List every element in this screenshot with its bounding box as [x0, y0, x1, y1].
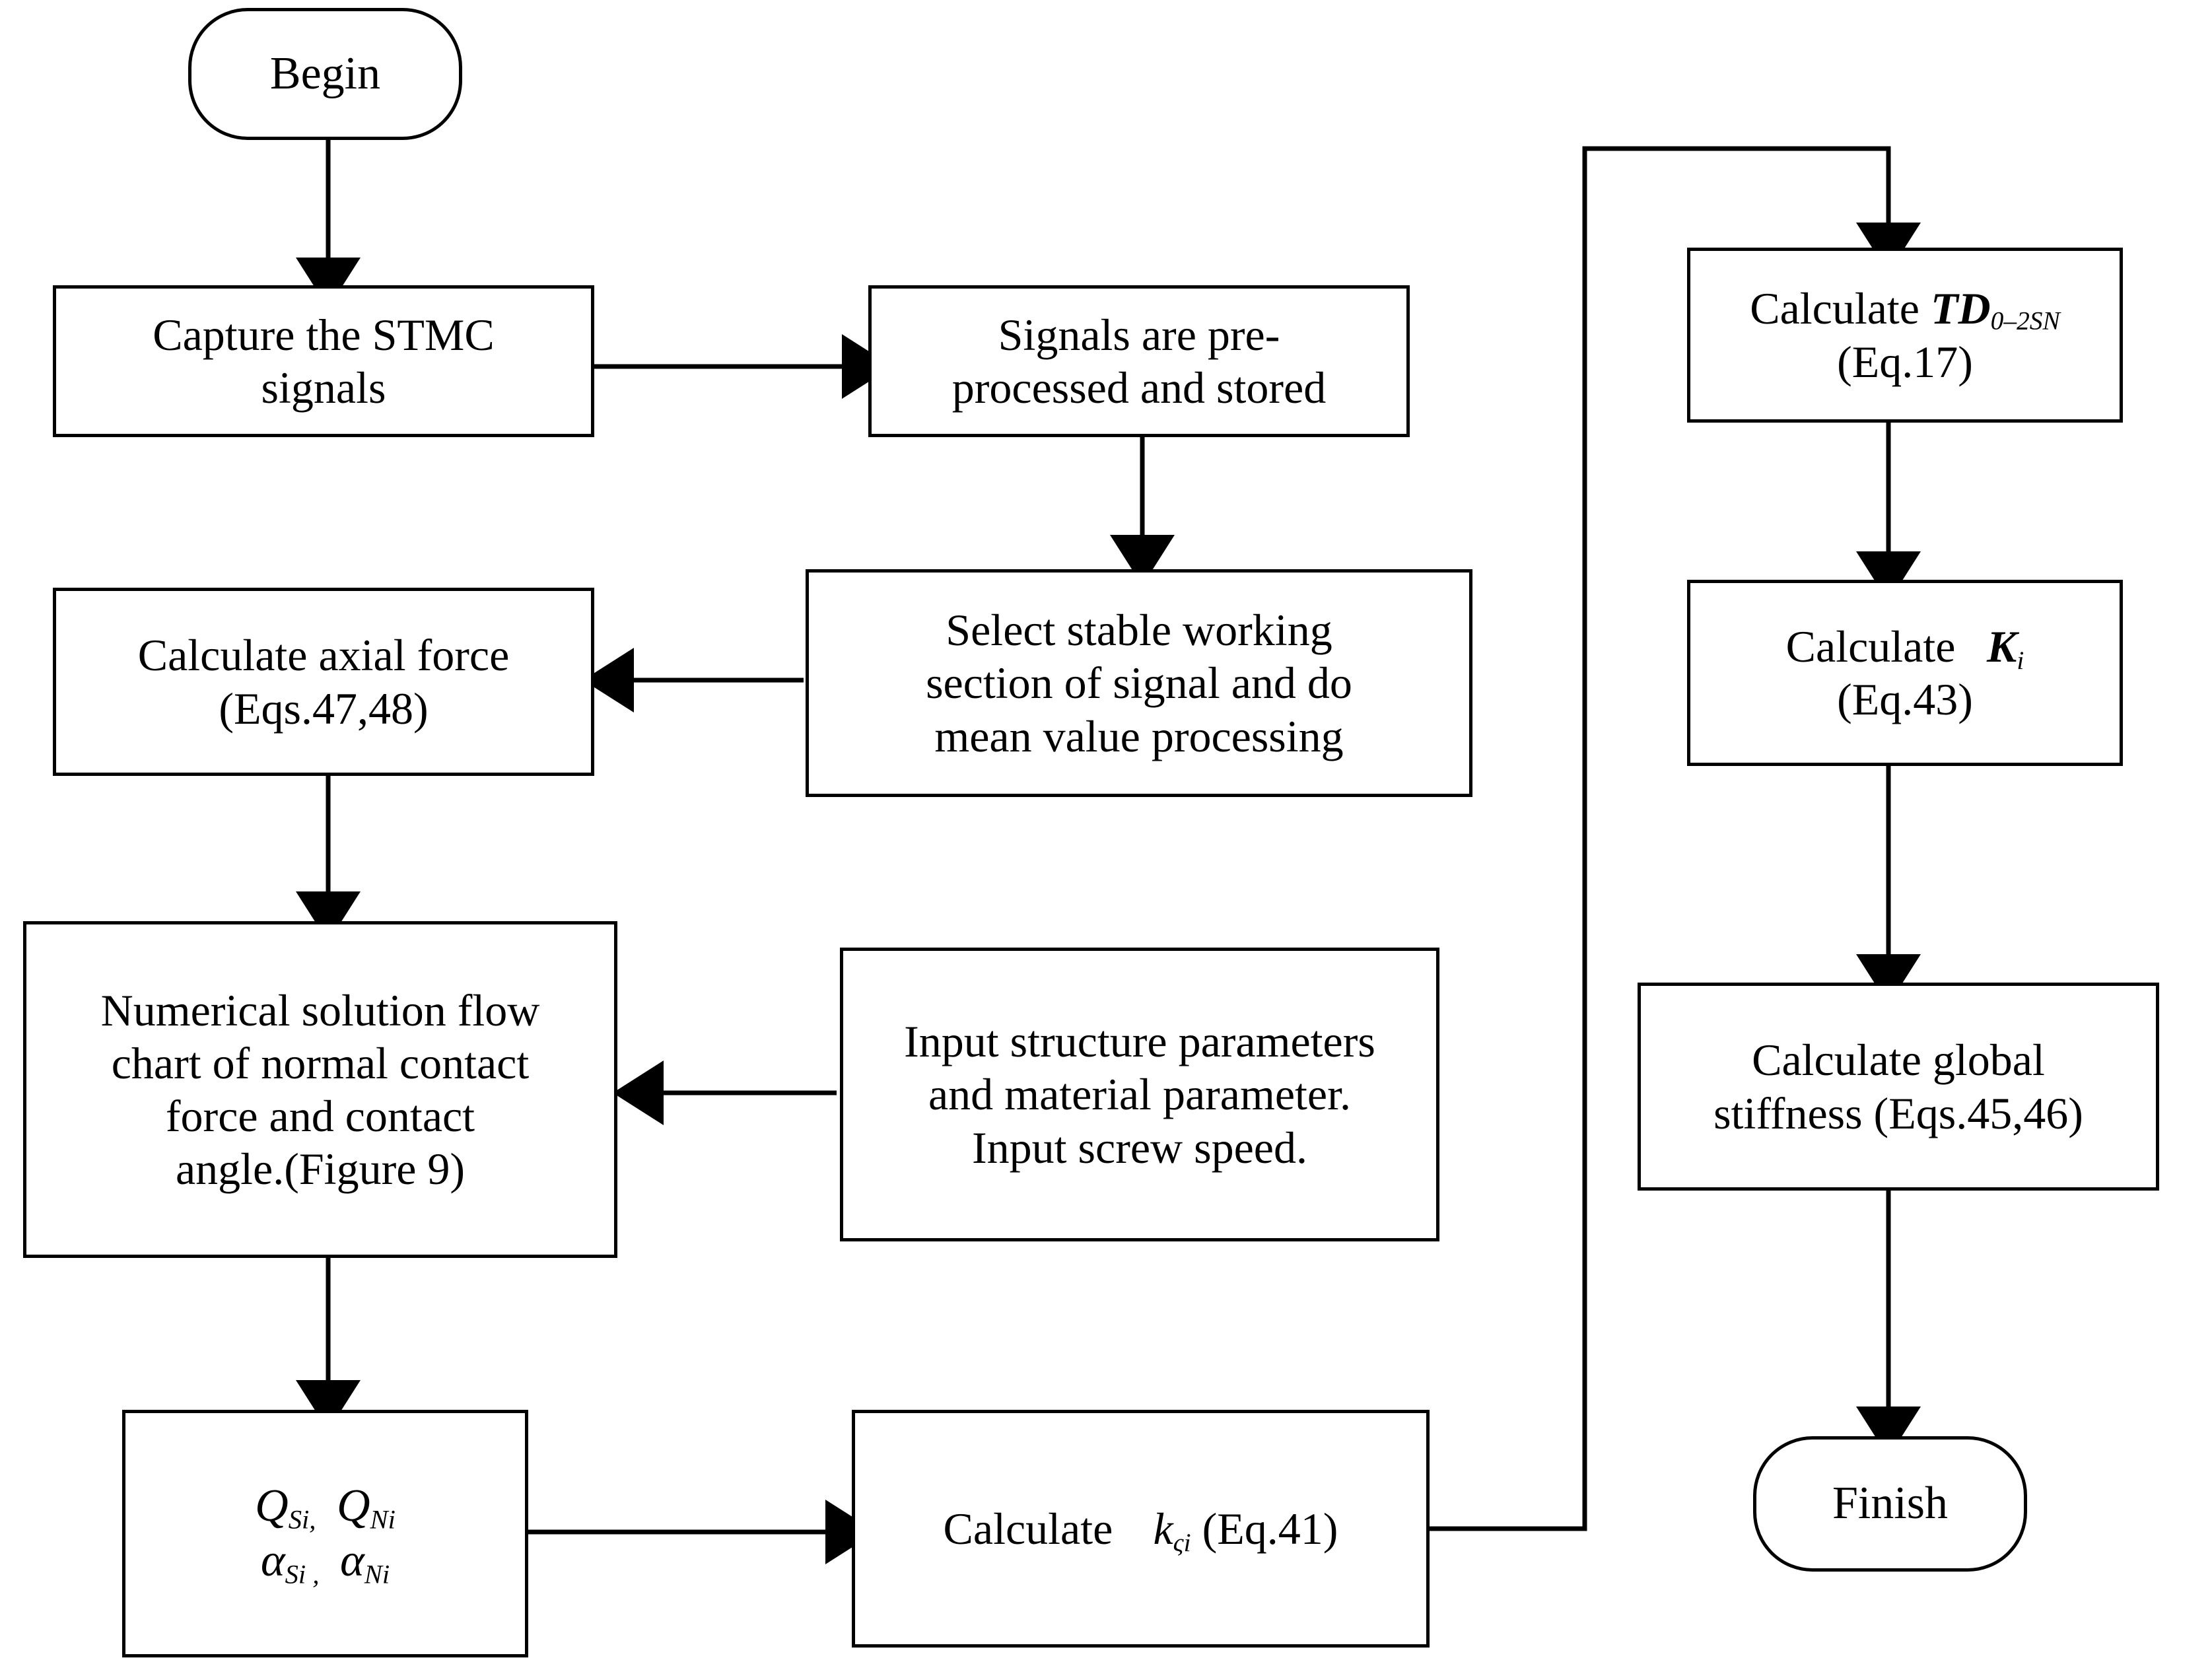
- symbol-K: K: [1987, 621, 2017, 672]
- node-select-stable-working-section[interactable]: Select stable working section of signal …: [806, 569, 1472, 797]
- node-finish[interactable]: Finish: [1753, 1436, 2027, 1572]
- numerical-line-2: chart of normal contact: [111, 1037, 530, 1088]
- node-calculate-axial-force-label: Calculate axial force (Eqs.47,48): [56, 629, 591, 734]
- node-finish-label: Finish: [1832, 1478, 1949, 1529]
- node-input-parameters-label: Input structure parameters and material …: [843, 1015, 1436, 1174]
- global-line-1: Calculate global: [1752, 1035, 2045, 1086]
- numerical-line-3: force and contact: [165, 1091, 475, 1141]
- node-calculate-td[interactable]: Calculate TD0–2SN (Eq.17): [1687, 248, 2123, 423]
- node-calculate-k-zeta-i[interactable]: Calculate kςi (Eq.41): [852, 1410, 1430, 1648]
- select-line-2: section of signal and do: [926, 658, 1352, 709]
- kzi-verb: Calculate: [943, 1503, 1113, 1554]
- numerical-line-4: angle.(Figure 9): [175, 1144, 466, 1195]
- ki-verb: Calculate: [1785, 621, 1956, 672]
- numerical-line-1: Numerical solution flow: [100, 985, 540, 1035]
- ki-equation-ref: (Eq.43): [1837, 674, 1973, 724]
- td-equation-ref: (Eq.17): [1837, 336, 1973, 387]
- node-select-stable-working-section-label: Select stable working section of signal …: [809, 604, 1469, 763]
- subscript-alpha-Ni: Ni: [364, 1558, 390, 1589]
- capture-line-1: Capture the STMC: [153, 309, 495, 360]
- preprocess-line-2: processed and stored: [951, 363, 1327, 413]
- preprocess-line-1: Signals are pre-: [998, 309, 1280, 360]
- node-capture-stmc-signals-label: Capture the STMC signals: [56, 308, 591, 414]
- node-signals-preprocessed-label: Signals are pre- processed and stored: [872, 308, 1406, 414]
- node-calculate-ki-label: Calculate Ki (Eq.43): [1690, 620, 2120, 726]
- axial-line-2: (Eqs.47,48): [219, 683, 429, 734]
- select-line-1: Select stable working: [946, 605, 1332, 656]
- subscript-Si: Si,: [288, 1504, 316, 1535]
- symbol-k: k: [1153, 1503, 1173, 1554]
- input-line-3: Input screw speed.: [972, 1122, 1307, 1173]
- subscript-Ni: Ni: [370, 1504, 396, 1535]
- node-contact-force-and-angle-symbols-label: QSi,QNi αSi ,αNi: [125, 1479, 525, 1588]
- capture-line-2: signals: [261, 363, 386, 413]
- symbol-alpha-S: α: [260, 1535, 285, 1586]
- node-numerical-solution-flowchart[interactable]: Numerical solution flow chart of normal …: [23, 921, 617, 1258]
- node-calculate-ki[interactable]: Calculate Ki (Eq.43): [1687, 580, 2123, 766]
- input-line-2: and material parameter.: [928, 1069, 1351, 1120]
- input-line-1: Input structure parameters: [904, 1016, 1375, 1067]
- symbol-Q-S: Q: [255, 1480, 289, 1531]
- subscript-zeta-i: ςi: [1173, 1527, 1191, 1557]
- node-capture-stmc-signals[interactable]: Capture the STMC signals: [53, 285, 594, 437]
- edge-kzi-to-td: [1428, 146, 1921, 1531]
- global-line-2: stiffness (Eqs.45,46): [1713, 1088, 2083, 1138]
- subscript-alpha-Si: Si ,: [285, 1558, 320, 1589]
- node-calculate-td-label: Calculate TD0–2SN (Eq.17): [1690, 282, 2120, 388]
- node-calculate-k-zeta-i-label: Calculate kςi (Eq.41): [855, 1502, 1426, 1557]
- node-calculate-axial-force[interactable]: Calculate axial force (Eqs.47,48): [53, 588, 594, 776]
- node-calculate-global-stiffness-label: Calculate global stiffness (Eqs.45,46): [1641, 1033, 2156, 1139]
- node-contact-force-and-angle-symbols[interactable]: QSi,QNi αSi ,αNi: [122, 1410, 528, 1657]
- node-begin[interactable]: Begin: [188, 8, 462, 140]
- td-verb: Calculate: [1750, 283, 1919, 334]
- select-line-3: mean value processing: [934, 711, 1344, 761]
- subscript-i: i: [2017, 645, 2024, 675]
- symbol-Q-N: Q: [336, 1480, 370, 1531]
- node-begin-label: Begin: [269, 48, 381, 99]
- symbol-TD: TD: [1930, 283, 1991, 334]
- subscript-0-2SN: 0–2SN: [1990, 306, 2060, 335]
- node-numerical-solution-flowchart-label: Numerical solution flow chart of normal …: [26, 984, 614, 1196]
- node-signals-preprocessed[interactable]: Signals are pre- processed and stored: [868, 285, 1410, 437]
- node-calculate-global-stiffness[interactable]: Calculate global stiffness (Eqs.45,46): [1638, 983, 2159, 1191]
- symbol-alpha-N: α: [340, 1535, 364, 1586]
- kzi-equation-ref: (Eq.41): [1202, 1503, 1338, 1554]
- node-input-parameters[interactable]: Input structure parameters and material …: [840, 948, 1439, 1241]
- axial-line-1: Calculate axial force: [137, 630, 510, 681]
